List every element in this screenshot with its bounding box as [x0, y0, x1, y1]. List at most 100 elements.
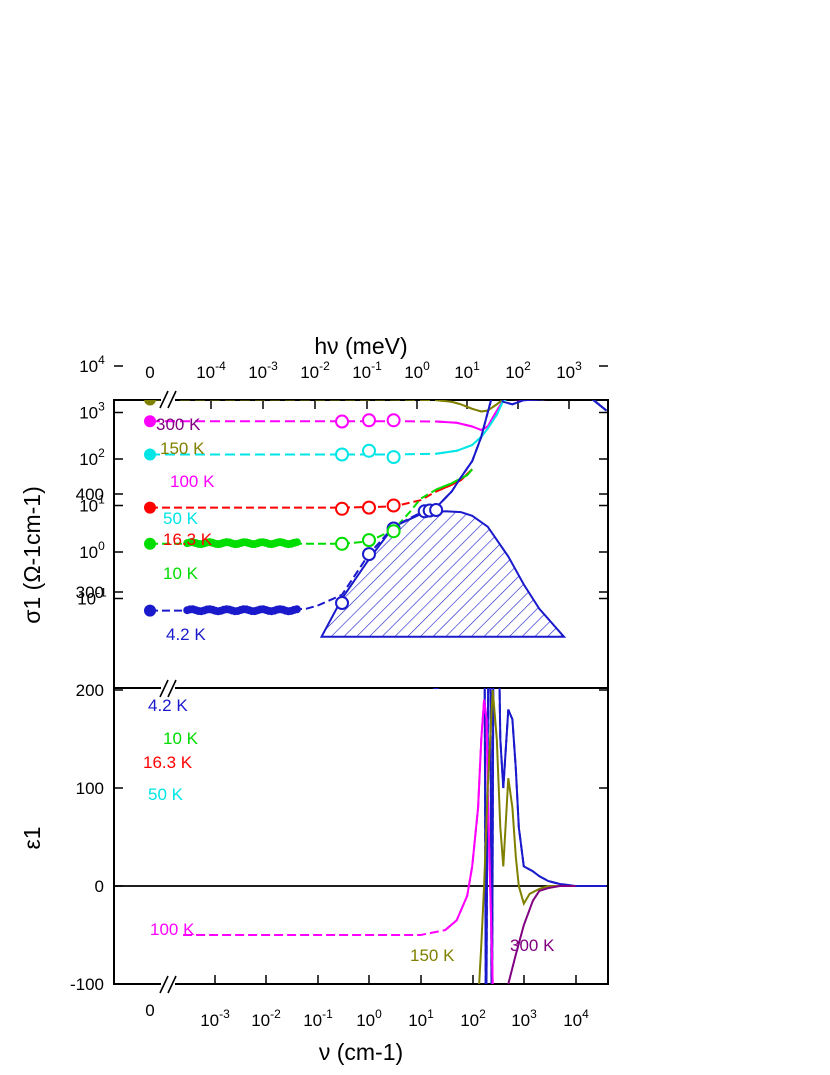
label-eps-100K: 100 K [150, 920, 195, 939]
top-x-tick-label: 10-3 [248, 359, 278, 382]
ir-line-4-2-K [435, 400, 608, 509]
sigma1-tick-label: 100 [79, 539, 105, 562]
dc-point-100-K [144, 415, 156, 428]
bottom-x-tick-label: 0 [145, 1001, 154, 1020]
eps-line-16-3-K [183, 641, 467, 685]
series-line-100-K [150, 400, 608, 432]
open-point-open_100K [386, 413, 401, 428]
top-axis-title: hν (meV) [314, 333, 407, 359]
top-x-tick-label: 10-1 [352, 359, 382, 382]
bottom-x-tick-label: 10-1 [303, 1007, 333, 1030]
bottom-x-tick-label: 10-3 [200, 1007, 230, 1030]
top-temperature-labels: 300 K 150 K 100 K 50 K 16.3 K 10 K 4.2 K [156, 415, 215, 644]
eps-line-300-K [507, 885, 576, 984]
eps-line-150-K [478, 689, 576, 984]
sigma1-tick-label: 101 [79, 493, 105, 516]
epsilon1-tick-label: 100 [76, 779, 104, 798]
epsilon1-tick-label: -200 [70, 1073, 104, 1075]
label-150K: 150 K [160, 439, 205, 458]
open-point-open_10K [386, 524, 401, 539]
sigma1-tick-label: 103 [79, 400, 105, 423]
label-eps-150K: 150 K [410, 946, 455, 965]
sigma1-tick-label: 102 [79, 446, 105, 469]
top-x-tick-label: 10-2 [300, 359, 330, 382]
label-eps-300K: 300 K [510, 936, 555, 955]
dc-point-50-K [144, 448, 156, 461]
dc-point-4-2-K [144, 604, 156, 617]
top-x-tick-label: 0 [145, 363, 154, 382]
epsilon1-tick-label: -100 [70, 975, 104, 994]
dc-point-150-K [144, 400, 156, 406]
open-point-open_10K [335, 536, 350, 551]
top-x-tick-label: 103 [556, 359, 582, 382]
label-50K: 50 K [163, 509, 199, 528]
top-ticks: 0 10-4 10-3 10-2 10-1 100 101 102 103 104 103 102 10… [77, 353, 608, 609]
epsilon1-tick-label: 0 [95, 877, 104, 896]
open-point-open_100K [335, 414, 350, 429]
eps-ir-line-16-3-K [457, 675, 468, 685]
data-point-10-K [292, 538, 301, 547]
open-point-open_10K [362, 533, 376, 548]
eps-line-100-K [183, 699, 494, 984]
open-point-open_16_3K [335, 501, 350, 516]
bottom-x-tick-label: 101 [408, 1007, 434, 1030]
bottom-axis-title: ν (cm-1) [319, 1039, 403, 1065]
ir-line-100-K [436, 400, 608, 432]
ir-line-300-K [513, 400, 608, 412]
bottom-x-tick-label: 102 [460, 1007, 486, 1030]
bottom-x-tick-label: 103 [511, 1007, 537, 1030]
open-point-open_4_2K [335, 596, 350, 611]
eps-ir-line-10-K [457, 661, 468, 666]
bottom-x-tick-label: 10-2 [251, 1007, 281, 1030]
top-x-tick-label: 10-4 [196, 359, 226, 382]
label-16-3K: 16.3 K [163, 530, 213, 549]
open-point-open_4_2K [429, 503, 444, 518]
open-point-eps [424, 672, 436, 684]
dc-point-16-3-K [144, 501, 156, 514]
label-10K: 10 K [163, 564, 199, 583]
eps-ir-line-100-K [444, 699, 494, 984]
top-x-tick-label: 101 [454, 359, 480, 382]
sigma1-plot [144, 400, 608, 638]
epsilon1-plot [114, 641, 608, 984]
sigma1-panel: 0 10-4 10-3 10-2 10-1 100 101 102 103 104 103 102 10… [77, 353, 609, 689]
ir-line-50-K [435, 400, 608, 455]
label-eps-50K: 50 K [148, 785, 184, 804]
series-line-50-K [150, 400, 608, 456]
sigma1-tick-label: 10-1 [77, 586, 107, 609]
open-point-open_50K [362, 443, 376, 458]
epsilon1-tick-label: 300 [76, 583, 104, 602]
open-point-open_4_2K [362, 547, 376, 562]
epsilon1-axis-title: ε1 [19, 826, 45, 849]
top-x-tick-label: 100 [404, 359, 430, 382]
bottom-frame [113, 687, 609, 985]
label-eps-16-3K: 16.3 K [143, 753, 193, 772]
label-eps-4-2K: 4.2 K [148, 696, 188, 715]
epsilon1-tick-label: 200 [76, 681, 104, 700]
dc-point-10-K [144, 537, 156, 550]
open-point-eps [432, 688, 440, 690]
top-x-tick-label: 102 [505, 359, 531, 382]
label-100K: 100 K [170, 472, 215, 491]
sigma1-tick-label: 104 [79, 353, 105, 376]
series-line-150-K [150, 400, 608, 413]
series-line-300-K [513, 400, 608, 412]
sigma1-axis-title: σ1 (Ω-1cm-1) [19, 486, 45, 623]
bottom-x-tick-label: 100 [356, 1007, 382, 1030]
axis-break-marks [159, 390, 177, 994]
label-eps-10K: 10 K [163, 729, 199, 748]
ir-line-150-K [435, 400, 608, 413]
label-4-2K: 4.2 K [166, 625, 206, 644]
label-300K: 300 K [156, 415, 201, 434]
open-point-open_50K [335, 447, 350, 462]
shaded-region [319, 510, 567, 638]
open-point-open_50K [386, 450, 401, 465]
bottom-x-tick-label: 104 [563, 1007, 589, 1030]
open-point-open_16_3K [362, 500, 376, 515]
data-point-4-2-K [292, 605, 301, 614]
open-point-open_16_3K [386, 498, 401, 513]
bottom-temperature-labels: 4.2 K 10 K 16.3 K 50 K 100 K 150 K 300 K [143, 696, 555, 965]
